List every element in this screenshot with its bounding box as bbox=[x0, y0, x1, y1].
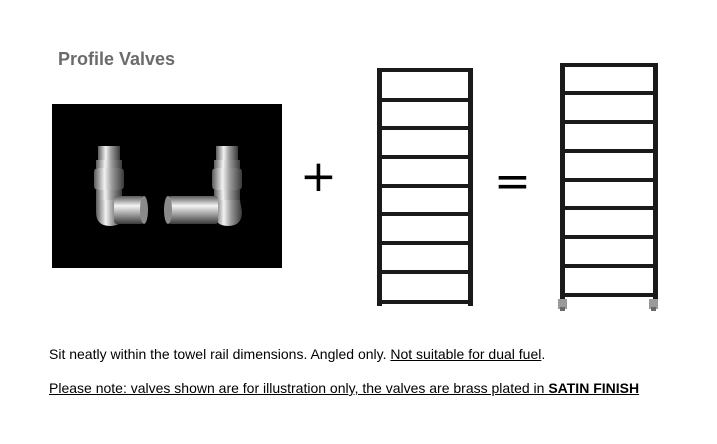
towel-rail-illustration bbox=[377, 68, 473, 306]
valves-image bbox=[52, 104, 282, 268]
description-line: Sit neatly within the towel rail dimensi… bbox=[49, 346, 545, 362]
illustration-note: Please note: valves shown are for illust… bbox=[49, 380, 639, 396]
towel-rail-image bbox=[374, 66, 474, 313]
valves-illustration bbox=[94, 146, 242, 226]
towel-rail-with-valves-image bbox=[557, 61, 661, 318]
plus-sign: + bbox=[300, 151, 337, 202]
towel-rail-with-valves-illustration bbox=[558, 63, 658, 311]
left-valve bbox=[94, 146, 148, 226]
note-text: Please note: valves shown are for illust… bbox=[49, 380, 545, 396]
equals-sign: = bbox=[494, 156, 531, 207]
description-end: . bbox=[541, 346, 546, 362]
description-text: Sit neatly within the towel rail dimensi… bbox=[49, 346, 387, 362]
right-valve bbox=[164, 146, 242, 226]
finish-label: SATIN FINISH bbox=[548, 380, 640, 396]
fitted-valves bbox=[558, 299, 658, 311]
page-title: Profile Valves bbox=[58, 49, 176, 69]
dual-fuel-warning: Not suitable for dual fuel bbox=[390, 346, 542, 362]
